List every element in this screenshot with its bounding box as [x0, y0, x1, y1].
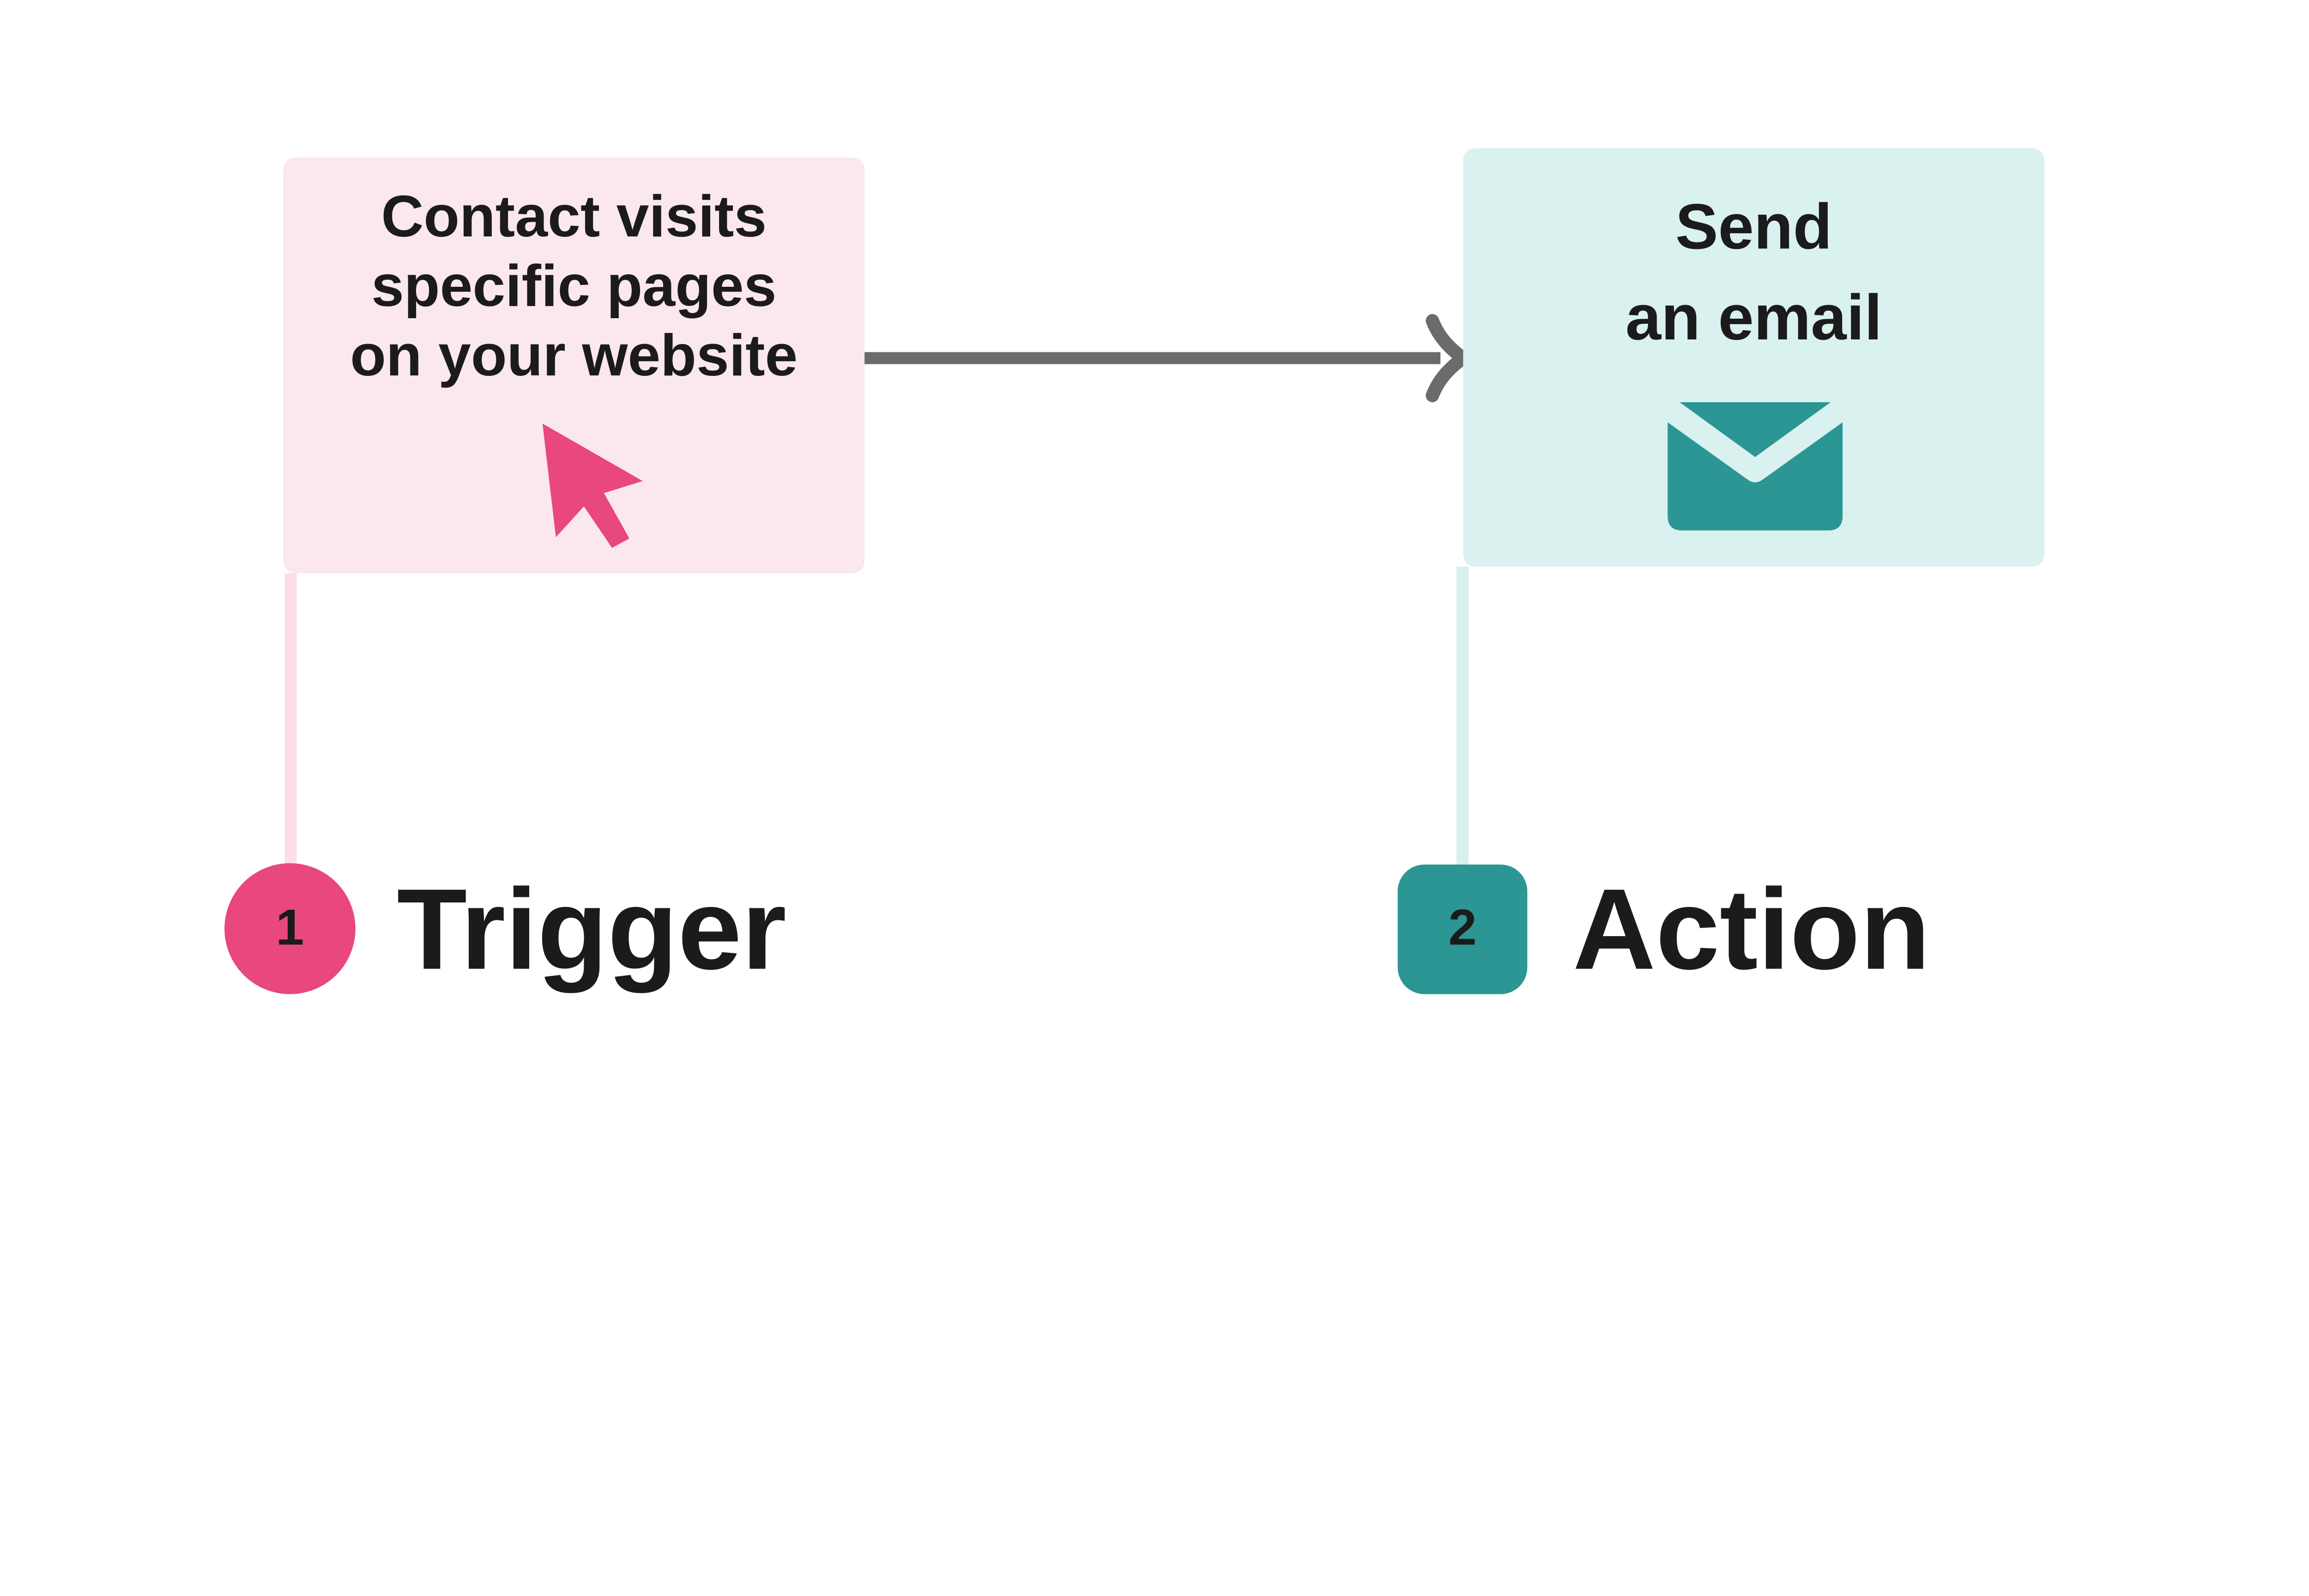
action-connector-line	[1456, 566, 1469, 869]
action-card-text: Send an email	[1463, 148, 2044, 365]
action-step-number: 2	[1448, 901, 1477, 957]
trigger-card-line-1: Contact visits	[381, 184, 767, 250]
trigger-step-number: 1	[276, 900, 304, 956]
flow-arrow	[864, 314, 1468, 402]
action-card-line-1: Send	[1675, 192, 1832, 264]
automation-flow-diagram: Contact visits specific pages on your we…	[224, 148, 2045, 994]
trigger-connector-line	[284, 573, 297, 869]
trigger-card-line-3: on your website	[350, 323, 798, 389]
action-card-line-2: an email	[1625, 283, 1882, 354]
action-step-badge: 2	[1397, 864, 1528, 994]
trigger-card-line-2: specific pages	[371, 254, 777, 320]
trigger-step-badge: 1	[224, 863, 356, 994]
action-label: Action	[1572, 866, 1930, 994]
cursor-arrow-icon	[542, 423, 643, 548]
envelope-icon	[1668, 402, 1843, 531]
trigger-card-text: Contact visits specific pages on your we…	[283, 157, 864, 391]
trigger-label: Trigger	[397, 866, 786, 994]
trigger-card: Contact visits specific pages on your we…	[283, 157, 865, 574]
action-card: Send an email	[1463, 148, 2045, 567]
